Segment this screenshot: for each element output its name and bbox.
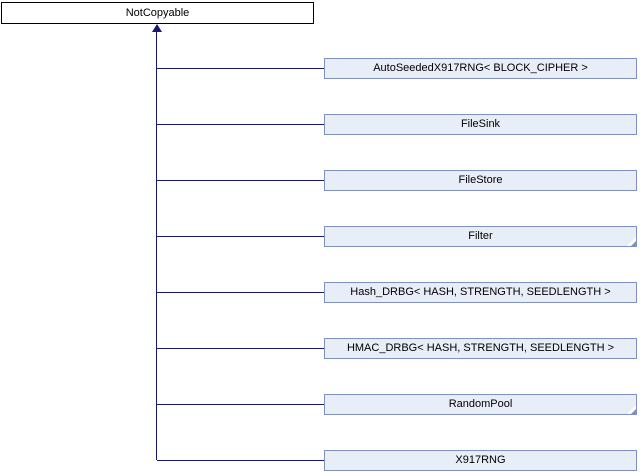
derived-class-label: X917RNG [455,454,506,466]
derived-class-label: AutoSeededX917RNG< BLOCK_CIPHER > [373,62,588,74]
derived-class-node[interactable]: HMAC_DRBG< HASH, STRENGTH, SEEDLENGTH > [324,338,637,359]
derived-class-label: FileSink [460,118,501,130]
inheritance-edge [157,124,324,125]
derived-class-node[interactable]: FileSink [324,114,637,135]
derived-class-node[interactable]: FileStore [324,170,637,191]
inheritance-arrowhead-icon [152,24,162,32]
inheritance-edge [157,68,324,69]
derived-class-node[interactable]: Hash_DRBG< HASH, STRENGTH, SEEDLENGTH > [324,282,637,303]
derived-class-node[interactable]: X917RNG [324,450,637,471]
derived-class-label: HMAC_DRBG< HASH, STRENGTH, SEEDLENGTH > [346,342,615,354]
derived-class-label: Hash_DRBG< HASH, STRENGTH, SEEDLENGTH > [350,286,611,298]
inheritance-edge [157,236,324,237]
derived-class-label: Filter [468,230,493,242]
inheritance-edge [157,292,324,293]
truncated-corner-fold-icon [630,240,636,246]
inheritance-edge [157,180,324,181]
derived-class-node[interactable]: RandomPool [324,394,637,415]
truncated-corner-fold-icon [630,408,636,414]
inheritance-trunk-line [156,30,157,460]
derived-class-label: RandomPool [448,398,513,410]
base-class-label: NotCopyable [125,7,190,19]
inheritance-edge [157,460,324,461]
derived-class-node[interactable]: AutoSeededX917RNG< BLOCK_CIPHER > [324,58,637,79]
derived-class-label: FileStore [458,174,503,186]
derived-class-node[interactable]: Filter [324,226,637,247]
inheritance-edge [157,404,324,405]
base-class-node: NotCopyable [1,2,314,24]
inheritance-edge [157,348,324,349]
